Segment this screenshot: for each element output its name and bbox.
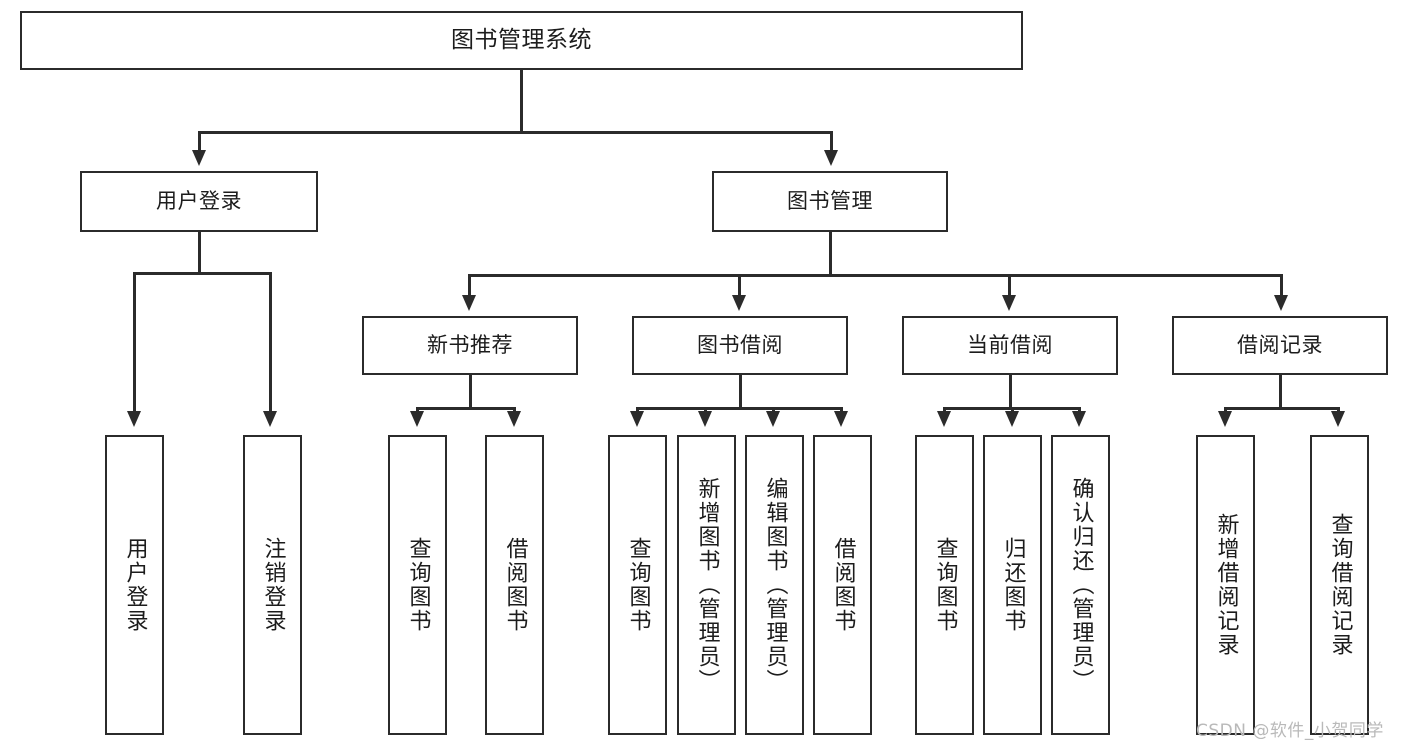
csdn-watermark: CSDN @软件_小贺同学	[1196, 721, 1384, 741]
node-leaf-query-record[interactable]: 查询借阅记录	[1310, 435, 1369, 735]
node-leaf-return-book[interactable]: 归还图书	[983, 435, 1042, 735]
arrow-to-user-login	[192, 150, 206, 166]
node-label: 确认归还（管理员）	[1068, 477, 1094, 693]
edge-borrowrecord-stem	[1279, 375, 1282, 409]
edge-bookmanage-drop-2	[738, 274, 741, 295]
arrow-to-current-borrow	[1002, 295, 1016, 311]
arrow-to-leaf-user-login	[127, 411, 141, 427]
edge-newbook-drop-1	[416, 407, 419, 411]
edge-bookborrow-drop-3	[772, 407, 775, 411]
node-label: 新书推荐	[427, 332, 513, 357]
node-label: 图书借阅	[697, 332, 783, 357]
node-label: 图书管理	[787, 188, 873, 213]
node-label: 新增借阅记录	[1213, 513, 1239, 657]
arrow-to-leaf-query-book-2	[630, 411, 644, 427]
arrow-to-leaf-borrow-book-1	[507, 411, 521, 427]
edge-bookborrow-drop-2	[704, 407, 707, 411]
edge-newbook-bus	[416, 407, 515, 410]
node-label: 编辑图书（管理员）	[762, 477, 788, 693]
arrow-to-leaf-user-logout	[263, 411, 277, 427]
edge-currentborrow-stem	[1009, 375, 1012, 409]
edge-bookmanage-drop-1	[468, 274, 471, 295]
node-label: 新增图书（管理员）	[694, 477, 720, 693]
arrow-to-leaf-confirm-return	[1072, 411, 1086, 427]
node-leaf-add-book[interactable]: 新增图书（管理员）	[677, 435, 736, 735]
node-label: 注销登录	[260, 537, 286, 633]
node-label: 查询图书	[405, 537, 431, 633]
edge-userlogin-drop-2	[269, 272, 272, 411]
edge-root-drop-right	[830, 131, 833, 150]
arrow-to-leaf-edit-book	[766, 411, 780, 427]
edge-bookborrow-bus	[636, 407, 841, 410]
node-leaf-query-book-2[interactable]: 查询图书	[608, 435, 667, 735]
node-user-login[interactable]: 用户登录	[80, 171, 318, 232]
node-leaf-borrow-book-1[interactable]: 借阅图书	[485, 435, 544, 735]
node-root-system[interactable]: 图书管理系统	[20, 11, 1023, 70]
node-label: 用户登录	[156, 188, 242, 213]
arrow-to-leaf-query-book-1	[410, 411, 424, 427]
edge-userlogin-drop-1	[133, 272, 136, 411]
edge-bookborrow-stem	[739, 375, 742, 409]
arrow-to-new-book-recommend	[462, 295, 476, 311]
arrow-to-leaf-query-record	[1331, 411, 1345, 427]
edge-bookmanage-bus	[468, 274, 1282, 277]
node-leaf-query-book-3[interactable]: 查询图书	[915, 435, 974, 735]
node-leaf-add-record[interactable]: 新增借阅记录	[1196, 435, 1255, 735]
node-label: 用户登录	[122, 537, 148, 633]
node-leaf-user-login[interactable]: 用户登录	[105, 435, 164, 735]
edge-bookborrow-drop-1	[636, 407, 639, 411]
node-label: 归还图书	[1000, 537, 1026, 633]
node-book-manage[interactable]: 图书管理	[712, 171, 948, 232]
node-label: 查询图书	[625, 537, 651, 633]
arrow-to-leaf-borrow-book-2	[834, 411, 848, 427]
node-leaf-query-book-1[interactable]: 查询图书	[388, 435, 447, 735]
edge-userlogin-bus	[133, 272, 269, 275]
edge-root-stem	[520, 70, 523, 133]
edge-currentborrow-drop-1	[943, 407, 946, 411]
node-leaf-confirm-return[interactable]: 确认归还（管理员）	[1051, 435, 1110, 735]
node-leaf-borrow-book-2[interactable]: 借阅图书	[813, 435, 872, 735]
edge-currentborrow-drop-2	[1011, 407, 1014, 411]
node-current-borrow[interactable]: 当前借阅	[902, 316, 1118, 375]
node-label: 借阅图书	[830, 537, 856, 633]
node-leaf-user-logout[interactable]: 注销登录	[243, 435, 302, 735]
arrow-to-book-borrow	[732, 295, 746, 311]
edge-currentborrow-drop-3	[1078, 407, 1081, 411]
edge-bookmanage-drop-4	[1280, 274, 1283, 295]
node-leaf-edit-book[interactable]: 编辑图书（管理员）	[745, 435, 804, 735]
edge-root-bus	[198, 131, 832, 134]
arrow-to-leaf-add-book	[698, 411, 712, 427]
node-label: 借阅图书	[502, 537, 528, 633]
edge-bookmanage-stem	[829, 232, 832, 276]
edge-borrowrecord-bus	[1224, 407, 1339, 410]
arrow-to-leaf-add-record	[1218, 411, 1232, 427]
node-label: 图书管理系统	[451, 26, 592, 53]
node-label: 查询借阅记录	[1327, 513, 1353, 657]
edge-borrowrecord-drop-2	[1337, 407, 1340, 411]
edge-borrowrecord-drop-1	[1224, 407, 1227, 411]
node-book-borrow[interactable]: 图书借阅	[632, 316, 848, 375]
node-label: 借阅记录	[1237, 332, 1323, 357]
edge-newbook-drop-2	[513, 407, 516, 411]
edge-bookborrow-drop-4	[840, 407, 843, 411]
node-new-book-recommend[interactable]: 新书推荐	[362, 316, 578, 375]
edge-bookmanage-drop-3	[1008, 274, 1011, 295]
edge-newbook-stem	[469, 375, 472, 409]
node-borrow-record[interactable]: 借阅记录	[1172, 316, 1388, 375]
node-label: 查询图书	[932, 537, 958, 633]
arrow-to-leaf-query-book-3	[937, 411, 951, 427]
arrow-to-book-manage	[824, 150, 838, 166]
edge-userlogin-stem	[198, 232, 201, 274]
arrow-to-borrow-record	[1274, 295, 1288, 311]
arrow-to-leaf-return-book	[1005, 411, 1019, 427]
edge-root-drop-left	[198, 131, 201, 150]
node-label: 当前借阅	[967, 332, 1053, 357]
